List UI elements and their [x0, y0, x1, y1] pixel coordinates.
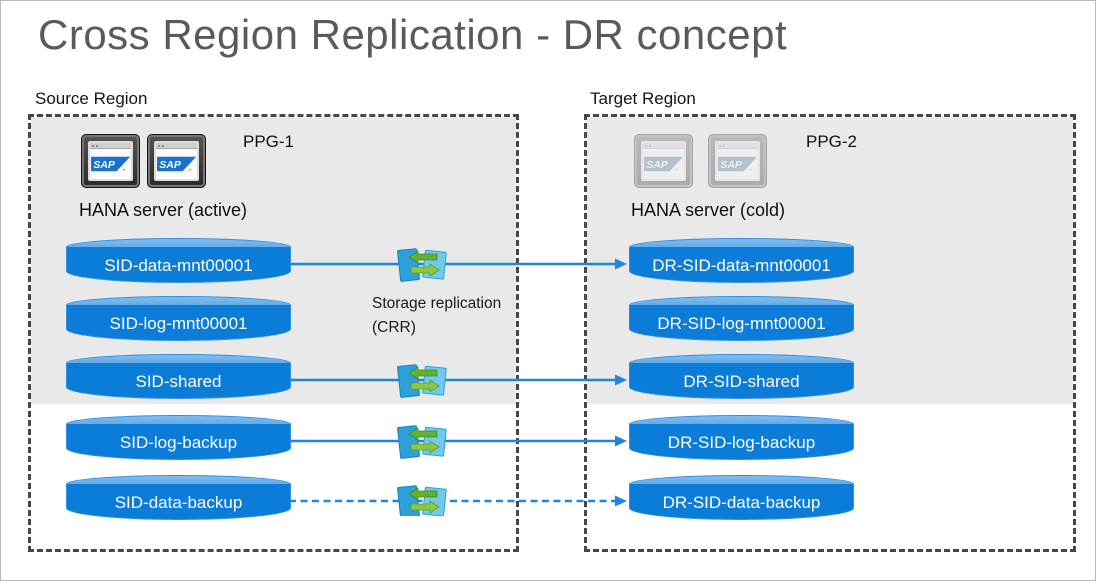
- page-title: Cross Region Replication - DR concept: [38, 11, 788, 58]
- sap-monitor-icon: SAP: [81, 134, 140, 188]
- storage-replication-icon: [397, 364, 447, 398]
- disk-sid-log-mnt00001: SID-log-mnt00001: [66, 296, 291, 341]
- storage-replication-caption-line1: Storage replication: [372, 295, 502, 312]
- target-ppg-label: PPG-2: [806, 132, 858, 151]
- source-server-label: HANA server (active): [79, 200, 248, 220]
- sap-window-titlebar: [643, 143, 684, 149]
- disk-sid-data-backup: SID-data-backup: [66, 475, 291, 520]
- replication-arrow: [289, 258, 627, 270]
- disk-sid-data-mnt00001: SID-data-mnt00001: [66, 238, 291, 283]
- sap-logo-text: SAP: [93, 160, 114, 171]
- sap-logo-text: SAP: [720, 160, 741, 171]
- sync-arrow-left: [408, 487, 438, 501]
- sync-arrow-left: [408, 366, 438, 380]
- storage-replication-caption: Storage replication (CRR): [372, 292, 501, 340]
- replication-arrow: [289, 374, 627, 386]
- sap-monitor-icon-faded: SAP: [634, 134, 693, 188]
- target-server-label: HANA server (cold): [631, 200, 786, 220]
- target-region-label: Target Region: [590, 89, 696, 108]
- storage-replication-icon: [397, 485, 447, 516]
- disk-dr-sid-log-mnt00001: DR-SID-log-mnt00001: [629, 296, 854, 341]
- sap-logo: SAP: [156, 156, 196, 172]
- disk-dr-sid-shared: DR-SID-shared: [629, 354, 854, 399]
- source-region-label: Source Region: [35, 89, 148, 108]
- disk-sid-log-backup: SID-log-backup: [66, 415, 291, 460]
- replication-arrow: [289, 435, 627, 447]
- sap-window-titlebar: [90, 143, 131, 149]
- sap-logo-text: SAP: [646, 160, 667, 171]
- disk-dr-sid-data-backup: DR-SID-data-backup: [629, 475, 854, 520]
- replication-arrow-dashed: [289, 495, 627, 507]
- storage-replication-icon: [397, 248, 447, 282]
- sap-monitor-icon-faded: SAP: [708, 134, 767, 188]
- sap-logo: SAP: [90, 156, 130, 172]
- disk-dr-sid-data-mnt00001: DR-SID-data-mnt00001: [629, 238, 854, 283]
- sap-logo-text: SAP: [159, 160, 180, 171]
- sap-logo: SAP: [643, 156, 683, 172]
- sap-logo: SAP: [717, 156, 757, 172]
- disk-sid-shared: SID-shared: [66, 354, 291, 399]
- source-ppg-label: PPG-1: [243, 132, 295, 151]
- sap-window-titlebar: [717, 143, 758, 149]
- sync-arrow-right: [410, 379, 440, 393]
- sync-arrow-right: [410, 263, 440, 277]
- replication-connections-layer: [289, 248, 627, 516]
- sap-window-titlebar: [156, 143, 197, 149]
- sync-arrow-left: [408, 250, 438, 264]
- sap-monitor-icon: SAP: [147, 134, 206, 188]
- disk-dr-sid-log-backup: DR-SID-log-backup: [629, 415, 854, 460]
- sync-arrow-right: [410, 440, 440, 454]
- storage-replication-caption-line2: (CRR): [372, 319, 416, 336]
- storage-replication-icon: [397, 425, 447, 459]
- sync-arrow-left: [408, 427, 438, 441]
- sync-arrow-right: [410, 500, 440, 514]
